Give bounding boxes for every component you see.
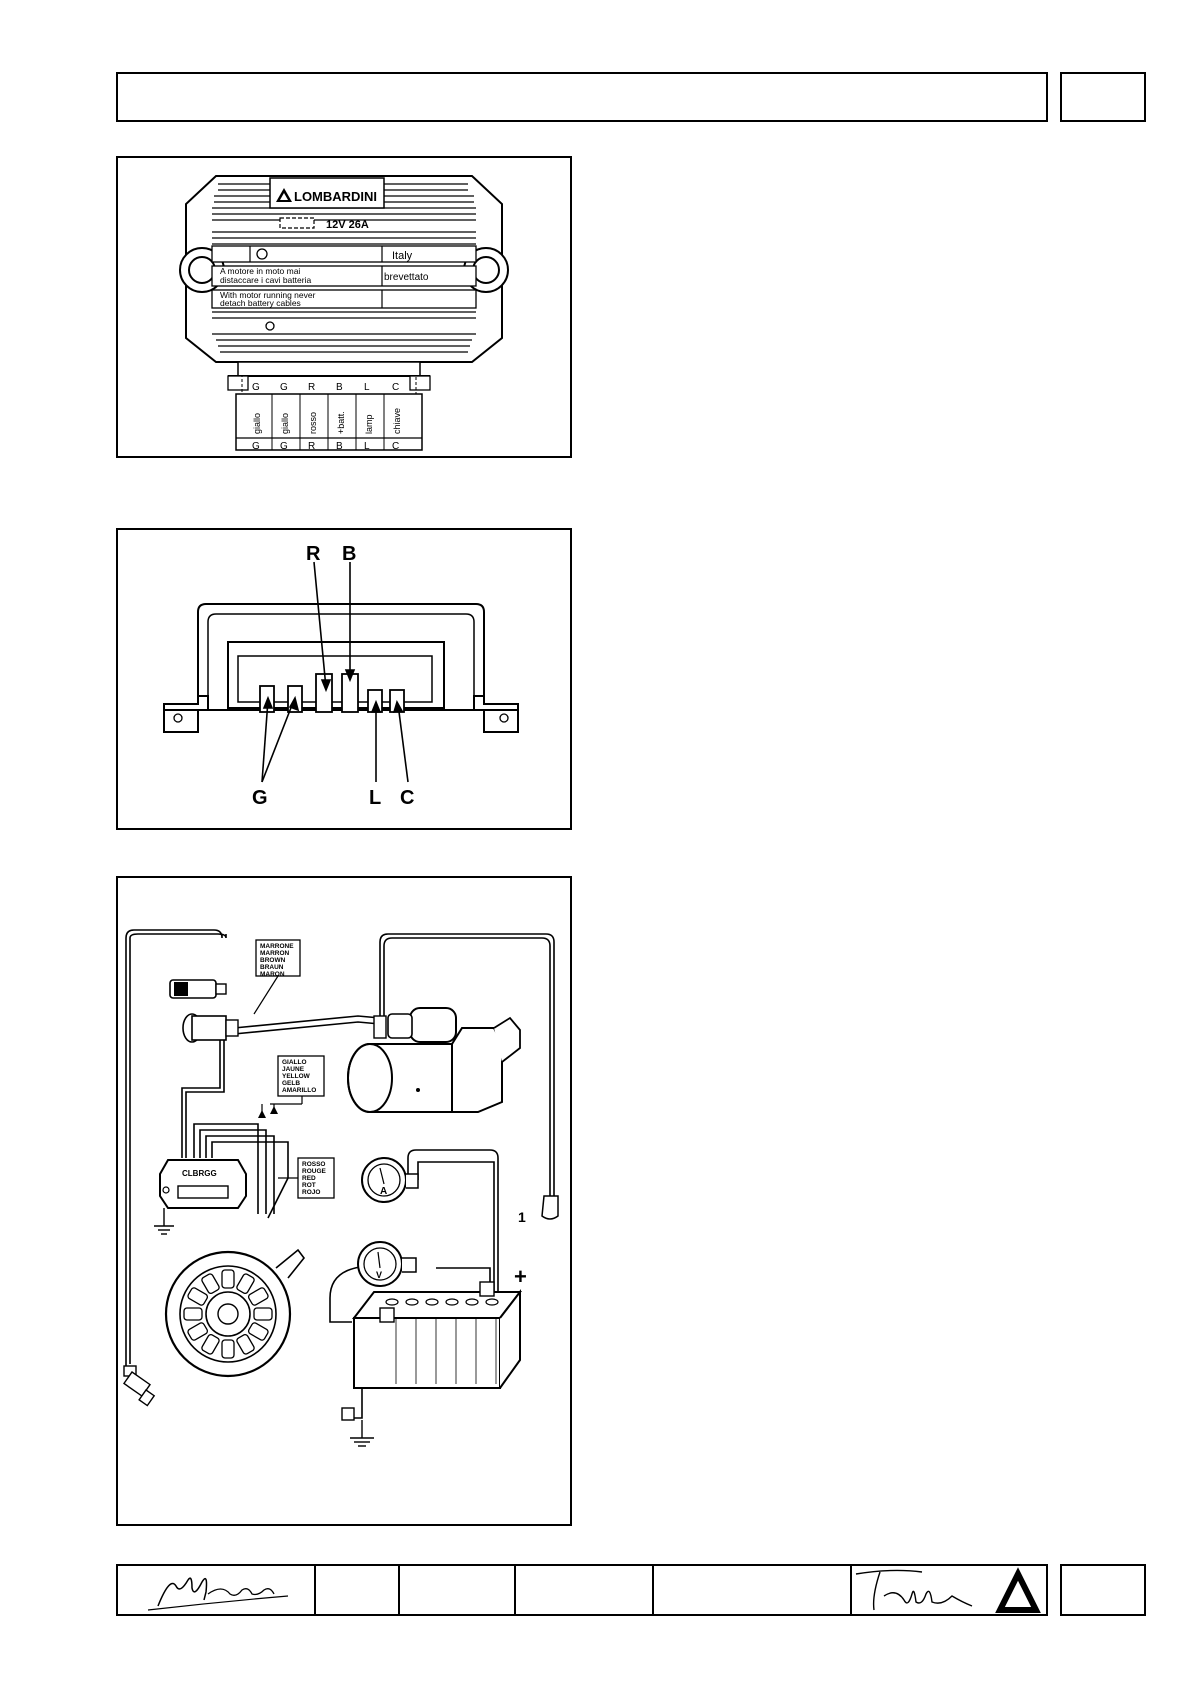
- legend-line: YELLOW: [282, 1073, 311, 1080]
- connector-drawing: R B G L C: [163, 543, 519, 809]
- label-c: C: [400, 787, 414, 809]
- terminal-letter-top: L: [364, 382, 370, 393]
- terminal-letter-bottom: B: [336, 441, 343, 452]
- legend-line: RED: [302, 1175, 316, 1182]
- terminal-letter-top: R: [308, 382, 315, 393]
- legend-line: JAUNE: [282, 1066, 305, 1073]
- terminal-label: chiave: [392, 408, 402, 434]
- ammeter: A: [361, 1157, 419, 1203]
- footer-cell-4: [516, 1566, 654, 1614]
- terminal-letter-bottom: G: [252, 441, 260, 452]
- legend-yellow: [277, 1055, 325, 1097]
- terminal-letter-top: C: [392, 382, 399, 393]
- regulator-terminal-letters: CLBRGG: [182, 1169, 217, 1178]
- oil-pressure-switch: [122, 1365, 156, 1407]
- legend-red: [297, 1157, 335, 1199]
- rating-text: 12V 26A: [326, 219, 369, 231]
- label-r: R: [306, 543, 321, 565]
- figure-connector: R B G L C: [116, 528, 572, 830]
- terminal-label: giallo: [280, 413, 290, 434]
- legend-line: ROT: [302, 1182, 316, 1189]
- regulator-drawing: LOMBARDINI 12V 26A Italy A motore in mot…: [179, 175, 509, 452]
- terminal-letter-bottom: L: [364, 441, 370, 452]
- header-title-box: [116, 72, 1048, 122]
- footer-cell-5: [654, 1566, 852, 1614]
- terminal-block: GGgialloGGgialloRRrossoBB+batt.LLlampCCc…: [252, 382, 402, 452]
- legend-line: MARON: [260, 971, 285, 978]
- alternator-stator: [164, 1248, 306, 1378]
- header-page-box: [1060, 72, 1146, 122]
- origin-text: Italy: [392, 250, 413, 262]
- terminal-label: rosso: [308, 412, 318, 434]
- legend-line: GIALLO: [282, 1059, 307, 1066]
- figure-regulator: LOMBARDINI 12V 26A Italy A motore in mot…: [116, 156, 572, 458]
- legend-line: ROUGE: [302, 1168, 327, 1175]
- patent-text: brevettato: [384, 272, 429, 283]
- label-g: G: [252, 787, 268, 809]
- ground-icon: [154, 1208, 174, 1235]
- voltage-regulator: CLBRGG: [159, 1159, 247, 1209]
- signature-left-image: [147, 1577, 289, 1611]
- plus-sign: +: [514, 1264, 527, 1289]
- footer-cell-2: [316, 1566, 400, 1614]
- label-b: B: [342, 543, 356, 565]
- legend-line: ROSSO: [302, 1161, 325, 1168]
- warning-en-line1: With motor running never: [220, 290, 316, 300]
- terminal-letter-top: G: [280, 382, 288, 393]
- footer-cell-3: [400, 1566, 516, 1614]
- brand-name: LOMBARDINI: [294, 189, 377, 204]
- terminal-letter-top: B: [336, 382, 343, 393]
- voltmeter-letter: V: [376, 1270, 382, 1280]
- legend-line: BRAUN: [260, 964, 284, 971]
- label-l: L: [369, 787, 381, 809]
- lombardini-triangle-logo: [995, 1567, 1041, 1613]
- warning-en-line2: detach battery cables: [220, 298, 301, 308]
- starter-motor: [347, 1007, 521, 1113]
- legend-line: GELB: [282, 1080, 300, 1087]
- signature-right-image: [855, 1567, 1041, 1613]
- warning-it-line2: distaccare i cavi batteria: [220, 275, 311, 285]
- terminal-label: lamp: [364, 414, 374, 434]
- footer-bar: [116, 1564, 1048, 1616]
- terminal-letter-bottom: C: [392, 441, 399, 452]
- footer-approval-cell: [852, 1566, 1046, 1614]
- terminal-label: +batt.: [336, 411, 346, 434]
- legend-line: MARRON: [260, 950, 290, 957]
- terminal-letter-bottom: G: [280, 441, 288, 452]
- terminal-letter-top: G: [252, 382, 260, 393]
- legend-line: MARRONE: [260, 943, 294, 950]
- legend-line: AMARILLO: [282, 1087, 316, 1094]
- terminal-label: giallo: [252, 413, 262, 434]
- battery: +: [351, 1264, 527, 1389]
- callout-1: 1: [518, 1209, 526, 1225]
- legend-line: BROWN: [260, 957, 286, 964]
- ammeter-letter: A: [380, 1186, 387, 1197]
- footer-page-box: [1060, 1564, 1146, 1616]
- terminal-letter-bottom: R: [308, 441, 315, 452]
- battery-ground-icon: [341, 1407, 374, 1447]
- legend-line: ROJO: [302, 1189, 320, 1196]
- footer-signature-cell: [118, 1566, 316, 1614]
- warning-it-line1: A motore in moto mai: [220, 266, 300, 276]
- voltmeter: V: [357, 1241, 417, 1287]
